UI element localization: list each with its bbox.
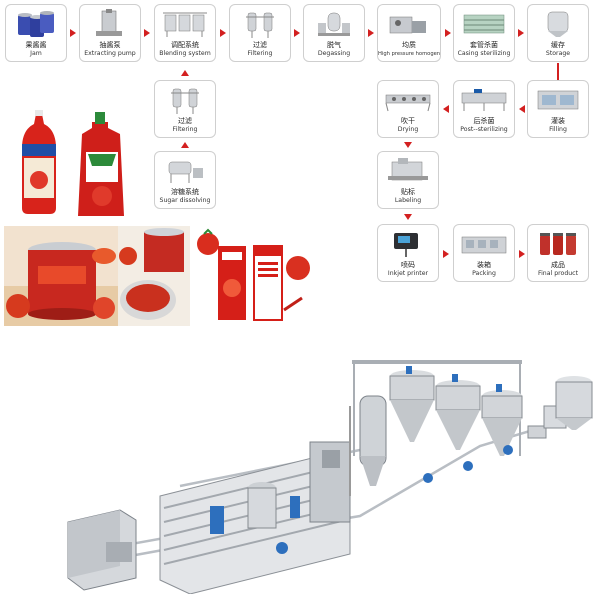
jars-icon [540,233,576,255]
arrow-right-icon [519,250,525,258]
arrow-right-icon [368,29,374,37]
arrow-right-icon [220,29,226,37]
arrow-up-icon [181,142,189,148]
degasser-vessel [349,395,387,496]
labeler-icon [388,158,428,181]
step-pump: 抽酱泵 Extracting pump [79,4,141,62]
step-en: Filtering [247,50,273,57]
arrow-right-icon [443,250,449,258]
step-en: Packing [472,270,496,277]
step-filling: 灌装 Filling [527,80,589,138]
production-line-render [67,360,593,594]
step-en: Final product [537,270,579,277]
step-en: Casing sterilizing [457,50,511,57]
filter-icon [246,12,274,38]
step-cn: 装箱 [477,261,491,269]
filter-icon [171,88,199,114]
step-cn: 灌装 [551,117,565,125]
step-cn: 溶糖系统 [171,188,199,196]
sugar-tank-icon [168,161,203,183]
step-en: Jam [30,50,42,57]
step-storage: 缓存 Storage [527,4,589,62]
step-en: Extracting pump [84,50,136,57]
homogenizer-machine [67,509,137,591]
step-cn: 贴标 [401,188,415,196]
step-cn: 均质 [402,41,416,49]
step-casing-sterilizing: 套管杀菌 Casing sterilizing [453,4,515,62]
arrow-down-icon [404,214,412,220]
arrow-right-icon [294,29,300,37]
step-en: Blending system [159,50,211,57]
step-cn: 过滤 [178,117,192,125]
step-labeling: 贴标 Labeling [377,151,439,209]
printer-icon [394,233,418,257]
arrow-right-icon [144,29,150,37]
step-cn: 脱气 [327,41,341,49]
tomato-paste-image [118,226,190,326]
homogenizer-icon [389,16,426,34]
step-cn: 套管杀菌 [470,41,498,49]
step-en: Storage [545,50,571,57]
step-inkjet: 喷码 Inkjet printer [377,224,439,282]
step-en: Degassing [317,50,351,57]
step-blend: 调配系统 Blending system [154,4,216,62]
step-cn: 果酱酱 [25,41,47,49]
arrow-right-icon [70,29,76,37]
jam-cans-icon [18,11,54,37]
step-jam: 果酱酱 Jam [5,4,67,62]
step-en: Post--sterilizing [460,126,508,133]
step-cn: 调配系统 [171,41,199,49]
step-packing: 装箱 Packing [453,224,515,282]
sterilizer-icon [463,14,505,34]
step-cn: 后杀菌 [473,117,495,125]
step-en: Sugar dissolving [159,197,211,204]
step-en: Drying [397,126,419,133]
step-en: High pressure homogenizing [378,51,441,57]
blending-tanks [352,360,523,456]
step-filter-2: 过滤 Filtering [154,80,216,138]
filler-icon [537,90,579,110]
degasser-icon [318,12,350,36]
tanks-icon [163,12,207,37]
step-en: Filtering [172,126,198,133]
tunnel-icon [461,89,507,111]
ketchup-sachets-image [192,226,318,326]
arrow-left-icon [519,105,525,113]
step-sugar-dissolving: 溶糖系统 Sugar dissolving [154,151,216,209]
step-cn: 喷码 [401,261,415,269]
step-degassing: 脱气 Degassing [303,4,365,62]
step-cn: 吹干 [401,117,415,125]
arrow-right-icon [518,29,524,37]
arrow-down-icon [404,142,412,148]
step-en: Inkjet printer [387,270,429,277]
arrow-left-icon [443,105,449,113]
tomato-can-image [4,226,118,326]
arrow-up-icon [181,70,189,76]
arrow-right-icon [445,29,451,37]
step-cn: 过滤 [253,41,267,49]
step-cn: 成品 [551,261,565,269]
connector-line [557,63,559,88]
step-homogenizing: 均质 High pressure homogenizing [377,4,441,62]
step-cn: 缓存 [551,41,565,49]
dryer-icon [385,94,431,112]
storage-tank-icon [547,11,569,37]
ketchup-bottles-image [8,108,138,218]
step-post-sterilizing: 后杀菌 Post--sterilizing [453,80,515,138]
packer-icon [461,236,507,254]
step-drying: 吹干 Drying [377,80,439,138]
storage-tank [555,376,593,430]
pump-icon [96,9,122,36]
step-final-product: 成品 Final product [527,224,589,282]
step-en: Labeling [394,197,422,204]
step-filter-1: 过滤 Filtering [229,4,291,62]
step-cn: 抽酱泵 [99,41,121,49]
step-en: Filling [549,126,567,133]
